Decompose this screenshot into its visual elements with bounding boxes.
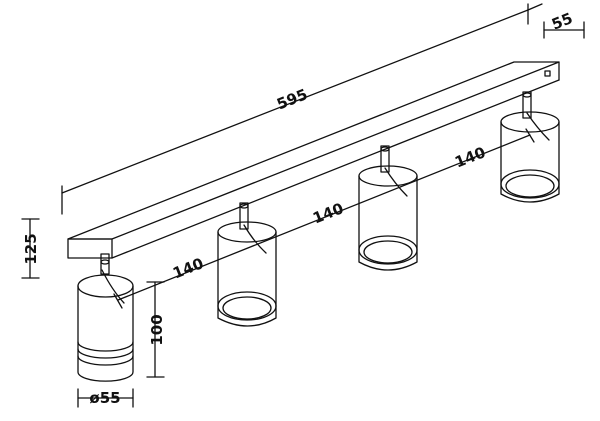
dim-length-lines (61, 3, 543, 215)
dim-length-label: 595 (274, 85, 310, 113)
dim-spacing-lines (113, 128, 535, 309)
mounting-bar (67, 61, 560, 259)
dim-diameter-lines (77, 388, 134, 408)
dim-spacing-label-1: 140 (170, 254, 206, 282)
dim-spacing-label-2: 140 (310, 199, 346, 227)
dim-spot-height-lines (146, 281, 165, 378)
dim-depth-lines (543, 21, 585, 39)
spot-2 (217, 202, 277, 327)
spot-4 (500, 91, 560, 203)
spot-1 (77, 253, 134, 382)
dim-base-height-label: 125 (22, 233, 40, 264)
dim-base-height-lines (21, 218, 40, 279)
dim-spot-height-label: 100 (148, 314, 166, 345)
dim-spacing-label-3: 140 (452, 143, 488, 171)
dim-diameter-label: ø55 (89, 389, 120, 407)
spot-3 (358, 145, 418, 271)
